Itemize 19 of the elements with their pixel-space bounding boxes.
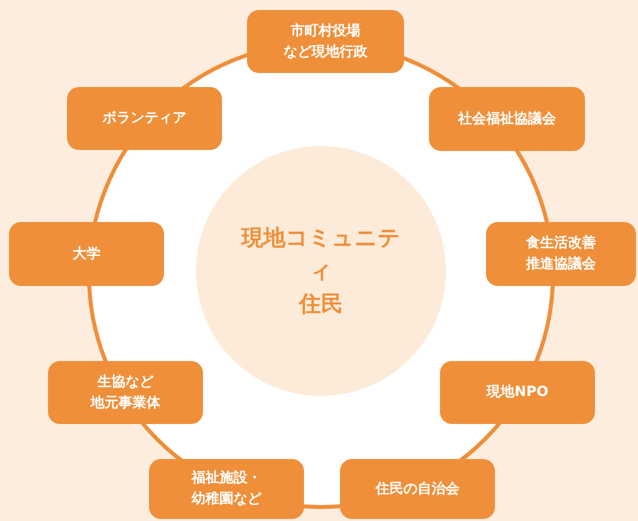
stakeholder-box — [486, 222, 636, 286]
box-label: 大学 — [72, 244, 100, 264]
stakeholder-box — [149, 459, 304, 519]
box-label: 食生活改善推進協議会 — [526, 234, 596, 274]
box-label: ボランティア — [102, 109, 186, 128]
box-label: 現地NPO — [486, 383, 548, 402]
stakeholder-box — [429, 87, 585, 151]
box-label: 住民の自治会 — [376, 480, 460, 498]
box-label: 福祉施設・幼稚園など — [192, 469, 262, 509]
box-label: 社会福祉協議会 — [458, 110, 556, 128]
center-label: 現地コミュニティ住民 — [240, 224, 402, 318]
stakeholder-box — [9, 222, 164, 286]
stakeholder-box — [67, 87, 222, 150]
stakeholder-box — [48, 361, 203, 424]
stakeholder-box — [440, 361, 595, 424]
stakeholder-box — [340, 459, 495, 519]
box-label: 生協など地元事業体 — [90, 372, 160, 412]
stakeholder-box — [247, 10, 404, 73]
box-label: 市町村役場など現地行政 — [284, 22, 368, 62]
